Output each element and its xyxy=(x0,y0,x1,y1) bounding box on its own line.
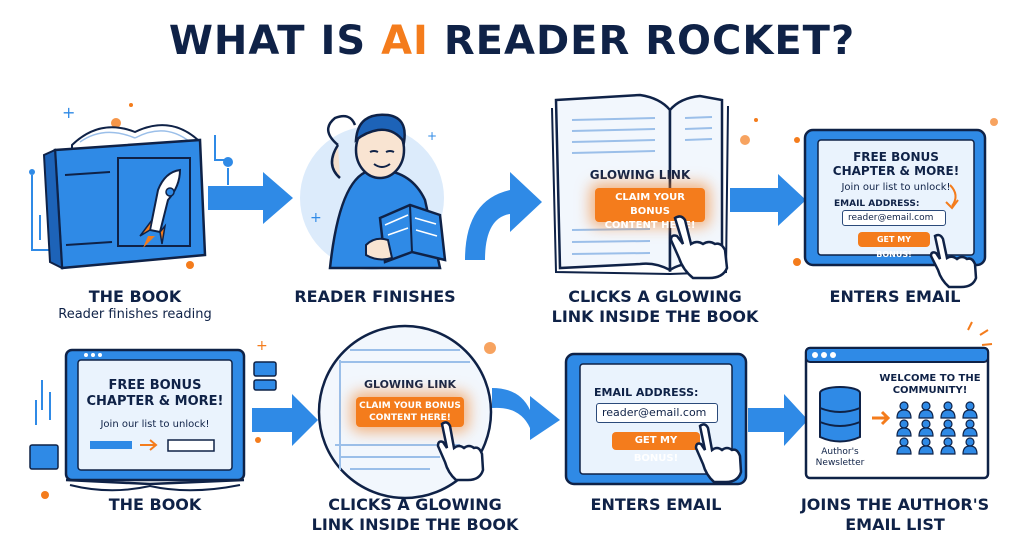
pointing-hand-icon xyxy=(694,423,743,484)
step-label-line1: CLICKS A GLOWING xyxy=(568,287,742,306)
arrow-right-icon xyxy=(252,394,318,446)
email-input[interactable]: reader@email.com xyxy=(842,210,946,226)
free-bonus-heading: FREE BONUS CHAPTER & MORE! xyxy=(85,378,225,410)
pointing-hand-icon xyxy=(436,421,485,482)
free-bonus-line1: FREE BONUS xyxy=(108,378,202,393)
step-label-joins-email-list: JOINS THE AUTHOR'S EMAIL LIST xyxy=(790,495,1000,535)
free-bonus-line2: CHAPTER & MORE! xyxy=(832,164,960,178)
subscriber-grid xyxy=(894,400,984,456)
welcome-heading: WELCOME TO THE COMMUNITY! xyxy=(868,373,992,397)
svg-text:+: + xyxy=(427,129,437,143)
person-icon xyxy=(962,437,978,455)
step-label-line1: JOINS THE AUTHOR'S xyxy=(800,495,990,514)
email-input[interactable]: reader@email.com xyxy=(596,403,718,423)
step-label-the-book: THE BOOK xyxy=(108,495,202,514)
email-address-label: EMAIL ADDRESS: xyxy=(834,199,920,209)
pointing-hand-icon xyxy=(929,233,978,289)
person-icon xyxy=(962,401,978,419)
person-icon xyxy=(896,401,912,419)
newsletter-caption: Author's Newsletter xyxy=(806,447,874,469)
claim-bonus-line1: CLAIM YOUR BONUS xyxy=(359,401,461,411)
get-bonus-button[interactable]: GET MY BONUS! xyxy=(858,232,930,259)
step-label-the-book: THE BOOK xyxy=(88,287,182,306)
step-label-clicks-glowing-link: CLICKS A GLOWING LINK INSIDE THE BOOK xyxy=(305,495,525,535)
claim-bonus-link[interactable]: CLAIM YOUR BONUS CONTENT HERE! xyxy=(595,188,705,231)
arrow-right-icon xyxy=(730,174,806,226)
welcome-line2: COMMUNITY! xyxy=(892,385,968,396)
arrow-right-icon xyxy=(748,394,808,446)
person-icon xyxy=(896,419,912,437)
svg-text:+: + xyxy=(256,338,268,354)
curved-arrow-icon xyxy=(492,388,560,440)
person-icon xyxy=(940,419,956,437)
welcome-line1: WELCOME TO THE xyxy=(879,373,981,384)
person-icon xyxy=(962,419,978,437)
person-icon xyxy=(918,401,934,419)
claim-bonus-line2: CONTENT HERE! xyxy=(604,220,696,231)
person-icon xyxy=(918,437,934,455)
step-label-line2: LINK INSIDE THE BOOK xyxy=(311,515,519,534)
person-icon xyxy=(940,401,956,419)
claim-bonus-line2: CONTENT HERE! xyxy=(369,413,451,423)
claim-bonus-line1: CLAIM YOUR BONUS xyxy=(615,192,685,217)
free-bonus-line2: CHAPTER & MORE! xyxy=(86,394,224,409)
person-icon xyxy=(896,437,912,455)
glowing-link-label: GLOWING LINK xyxy=(363,378,457,391)
arrow-right-icon xyxy=(208,172,293,224)
get-bonus-button[interactable]: GET MY BONUS! xyxy=(612,432,700,464)
svg-text:+: + xyxy=(62,103,75,122)
glowing-link-label: GLOWING LINK xyxy=(589,168,691,182)
page-title: WHAT IS AI READER ROCKET? xyxy=(168,18,856,64)
free-bonus-line1: FREE BONUS xyxy=(853,150,939,164)
email-address-label: EMAIL ADDRESS: xyxy=(594,386,699,399)
person-icon xyxy=(918,419,934,437)
newsletter-line2: Newsletter xyxy=(815,458,865,468)
step-label-line2: EMAIL LIST xyxy=(845,515,945,534)
join-list-text: Join our list to unlock! xyxy=(100,419,210,430)
svg-text:+: + xyxy=(310,210,322,226)
join-list-text: Join our list to unlock! xyxy=(841,182,951,193)
step-label-reader-finishes: READER FINISHES xyxy=(294,287,456,306)
step-label-line2: LINK INSIDE THE BOOK xyxy=(551,307,759,326)
curved-arrow-icon xyxy=(465,172,542,260)
step-sub-reader-finishes-reading: Reader finishes reading xyxy=(58,307,212,322)
person-icon xyxy=(940,437,956,455)
pointing-hand-icon xyxy=(669,215,729,280)
newsletter-line1: Author's xyxy=(821,447,859,457)
step-label-enters-email: ENTERS EMAIL xyxy=(590,495,722,514)
step-label-enters-email: ENTERS EMAIL xyxy=(829,287,961,306)
free-bonus-heading: FREE BONUS CHAPTER & MORE! xyxy=(826,150,966,178)
step-label-line1: CLICKS A GLOWING xyxy=(328,495,502,514)
step-label-clicks-glowing-link: CLICKS A GLOWING LINK INSIDE THE BOOK xyxy=(550,287,760,327)
